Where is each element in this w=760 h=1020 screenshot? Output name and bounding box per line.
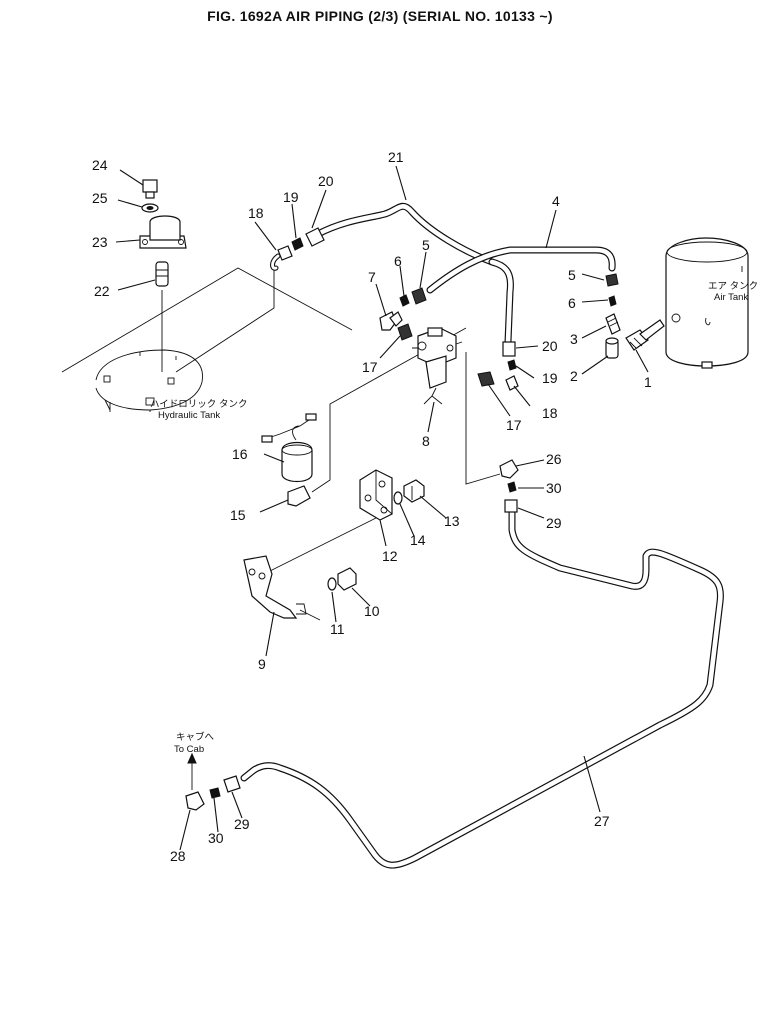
callout-17-upper: 17 <box>362 359 378 375</box>
callout-30-upper: 30 <box>546 480 562 496</box>
callout-25: 25 <box>92 190 108 206</box>
callout-2: 2 <box>570 368 578 384</box>
part-29-nut-lower <box>223 775 241 793</box>
part-30-sleeve-upper <box>507 481 517 493</box>
callout-3: 3 <box>570 331 578 347</box>
part-20-nut-right <box>502 341 516 357</box>
callout-17-lower: 17 <box>506 417 522 433</box>
part-23-breather <box>139 215 187 249</box>
part-17-connector-upper <box>397 323 413 341</box>
part-9-plate <box>243 555 307 619</box>
part-22-fitting <box>155 261 169 287</box>
part-1-connector <box>625 319 665 351</box>
part-8-valve <box>412 327 463 405</box>
assembly-lines <box>61 267 501 790</box>
callout-28: 28 <box>170 848 186 864</box>
callout-7: 7 <box>368 269 376 285</box>
callout-8: 8 <box>422 433 430 449</box>
callout-9: 9 <box>258 656 266 672</box>
callout-27: 27 <box>594 813 610 829</box>
air-tank-label-jp: エア タンク <box>708 281 758 292</box>
hydraulic-tank-label-en: Hydraulic Tank <box>158 410 220 421</box>
pipe-21 <box>314 202 496 266</box>
part-5-nut-right <box>605 273 619 287</box>
part-26-elbow <box>499 459 519 479</box>
callout-5-left: 5 <box>422 237 430 253</box>
pipe-21-drop <box>488 258 514 346</box>
callout-4: 4 <box>552 193 560 209</box>
hose-18-left <box>270 253 281 271</box>
part-29-nut-upper <box>504 499 518 513</box>
callout-20-left: 20 <box>318 173 334 189</box>
callout-14: 14 <box>410 532 426 548</box>
part-25-washer <box>141 203 159 213</box>
part-19-fitting-left <box>291 237 304 251</box>
callout-leaders <box>115 165 649 851</box>
to-cab-label-en: To Cab <box>174 744 204 755</box>
callout-30-lower: 30 <box>208 830 224 846</box>
pipe-27 <box>240 508 724 869</box>
callout-20-right: 20 <box>542 338 558 354</box>
callout-22: 22 <box>94 283 110 299</box>
callout-18-right: 18 <box>542 405 558 421</box>
callout-11: 11 <box>330 621 345 637</box>
part-2-tee <box>605 337 619 359</box>
part-11-washer <box>327 577 337 591</box>
part-6-sleeve-right <box>608 295 617 307</box>
callout-6-left: 6 <box>394 253 402 269</box>
callout-6-right: 6 <box>568 295 576 311</box>
callout-10: 10 <box>364 603 380 619</box>
callout-12: 12 <box>382 548 398 564</box>
part-12-bracket <box>359 469 393 521</box>
callout-1: 1 <box>644 374 652 390</box>
part-10-bolt <box>337 567 357 591</box>
part-3-nipple <box>605 313 621 335</box>
callout-29-lower: 29 <box>234 816 250 832</box>
part-17-connector-lower <box>477 371 495 387</box>
part-7-elbow <box>379 311 403 331</box>
callout-19-right: 19 <box>542 370 558 386</box>
part-19-fitting-right <box>507 359 517 371</box>
callout-numbers: 24 25 23 22 18 19 20 21 4 5 6 7 17 20 19… <box>92 149 652 864</box>
part-20-nut-left <box>305 227 325 247</box>
callout-26: 26 <box>546 451 562 467</box>
part-6-sleeve-left <box>399 294 410 307</box>
part-13-bolt <box>403 479 425 503</box>
callout-5-right: 5 <box>568 267 576 283</box>
hydraulic-tank-label-jp: ハイドロリック タンク <box>150 399 247 410</box>
part-24-bolt <box>142 179 158 199</box>
figure-title: FIG. 1692A AIR PIPING (2/3) (SERIAL NO. … <box>207 8 553 24</box>
callout-15: 15 <box>230 507 246 523</box>
part-18-elbow-left <box>277 245 293 261</box>
callout-19-left: 19 <box>283 189 299 205</box>
part-5-nut-left <box>411 287 427 305</box>
part-16-filter <box>261 413 317 483</box>
callout-21: 21 <box>388 149 404 165</box>
to-cab-label: キャブへ To Cab <box>174 731 215 755</box>
hydraulic-tank: ハイドロリック タンク Hydraulic Tank <box>95 349 247 421</box>
callout-29-upper: 29 <box>546 515 562 531</box>
part-15-elbow <box>287 485 311 507</box>
part-28-elbow <box>185 791 205 811</box>
air-tank: エア タンク Air Tank <box>665 237 758 369</box>
pipe-4 <box>426 246 616 294</box>
part-14-washer <box>393 491 403 505</box>
callout-16: 16 <box>232 446 248 462</box>
callout-23: 23 <box>92 234 108 250</box>
callout-13: 13 <box>444 513 460 529</box>
callout-18-left: 18 <box>248 205 264 221</box>
callout-24: 24 <box>92 157 108 173</box>
air-tank-label-en: Air Tank <box>714 292 748 303</box>
part-30-sleeve-lower <box>209 787 221 799</box>
to-cab-label-jp: キャブへ <box>176 731 215 743</box>
